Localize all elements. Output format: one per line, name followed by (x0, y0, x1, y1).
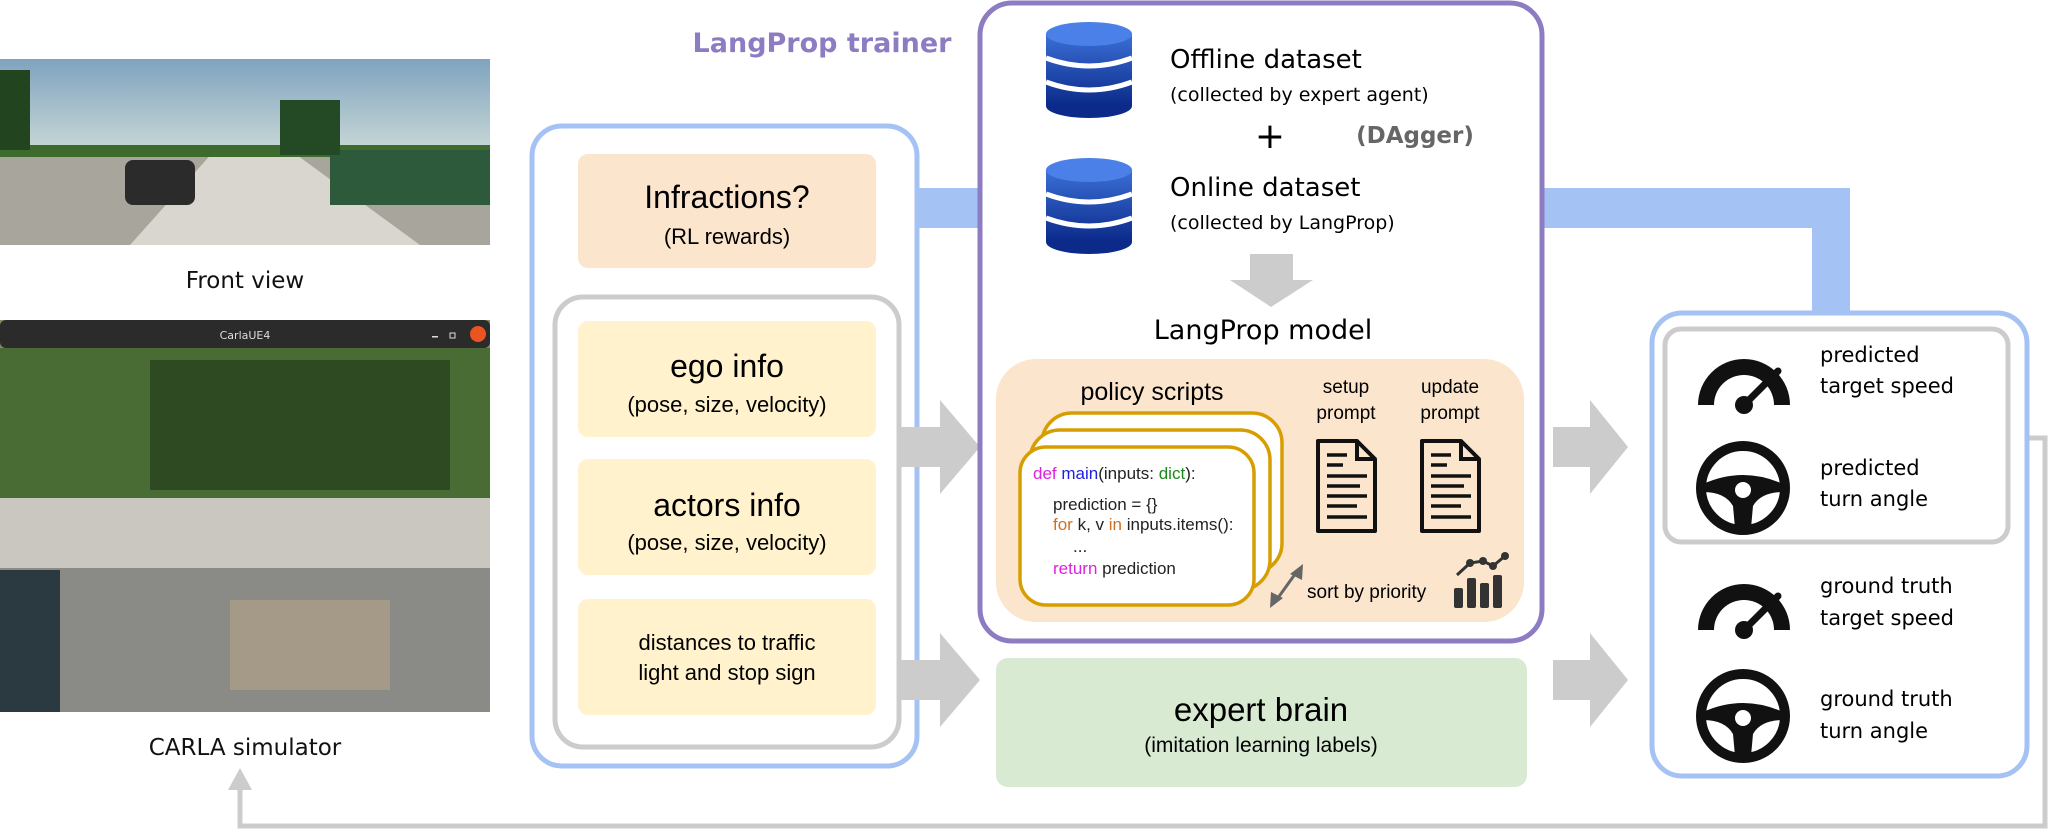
front-view-label: Front view (186, 268, 304, 294)
gt-angle-line1: ground truth (1820, 687, 1953, 711)
window-maximize-button[interactable] (449, 332, 456, 339)
actors-info-sub: (pose, size, velocity) (627, 530, 826, 555)
update-prompt-line1: update (1421, 377, 1479, 398)
offline-dataset-title: Offline dataset (1170, 45, 1362, 75)
code-line-2: prediction = {} (1053, 495, 1158, 514)
infractions-title: Infractions? (644, 179, 809, 215)
predicted-angle-line2: turn angle (1820, 487, 1928, 511)
feedback-connector (237, 435, 2048, 829)
gt-speed-line1: ground truth (1820, 574, 1953, 598)
arrow-model-to-predictions (1553, 400, 1628, 494)
dataset-to-model-arrow (1230, 254, 1313, 307)
online-database-icon (1046, 158, 1132, 254)
policy-scripts-label: policy scripts (1080, 378, 1223, 406)
distances-line2: light and stop sign (638, 660, 815, 685)
dagger-label: (DAgger) (1356, 123, 1474, 149)
actors-info-title: actors info (653, 487, 801, 523)
code-line-1: def main(inputs: dict): (1033, 464, 1196, 483)
ego-info-box (578, 321, 876, 437)
gt-speed-line2: target speed (1820, 606, 1954, 630)
window-title: CarlaUE4 (220, 329, 271, 342)
expert-brain-title: expert brain (1174, 691, 1348, 728)
code-line-5: return prediction (1053, 559, 1176, 578)
online-dataset-title: Online dataset (1170, 173, 1360, 203)
arrow-to-model (899, 400, 980, 494)
arrow-to-expert (899, 633, 980, 727)
window-close-button[interactable] (470, 326, 486, 342)
code-line-4: ... (1073, 537, 1087, 556)
plus-sign: + (1255, 116, 1285, 157)
feedback-arrowhead (228, 768, 252, 790)
sort-by-priority-label: sort by priority (1307, 582, 1427, 603)
policy-script-stack: def main(inputs: dict): prediction = {} … (1018, 411, 1284, 607)
carla-window: CarlaUE4 (0, 320, 490, 712)
setup-prompt-line1: setup (1323, 377, 1369, 398)
code-line-3: for k, v in inputs.items(): (1053, 515, 1233, 534)
actors-info-box (578, 459, 876, 575)
double-arrow-icon (1270, 564, 1303, 608)
update-prompt-line2: prompt (1420, 403, 1480, 424)
model-title: LangProp model (1154, 315, 1372, 346)
predicted-angle-line1: predicted (1820, 456, 1920, 480)
simulator-label: CARLA simulator (149, 735, 342, 761)
offline-database-icon (1046, 22, 1132, 118)
predicted-speed-line2: target speed (1820, 374, 1954, 398)
trainer-title: LangProp trainer (693, 28, 953, 59)
expert-brain-sub: (imitation learning labels) (1144, 734, 1377, 757)
policy-script-card[interactable] (1018, 445, 1256, 607)
predictions-to-online-arrow (1492, 172, 1850, 316)
ego-info-title: ego info (670, 348, 784, 384)
distances-box (578, 599, 876, 715)
offline-dataset-sub: (collected by expert agent) (1170, 84, 1429, 106)
ego-info-sub: (pose, size, velocity) (627, 392, 826, 417)
online-dataset-sub: (collected by LangProp) (1170, 212, 1395, 234)
setup-prompt-line2: prompt (1316, 403, 1376, 424)
predicted-speed-line1: predicted (1820, 343, 1920, 367)
distances-line1: distances to traffic (639, 630, 816, 655)
gt-angle-line2: turn angle (1820, 719, 1928, 743)
arrow-expert-to-ground-truth (1553, 633, 1628, 727)
infractions-sub: (RL rewards) (664, 224, 790, 249)
window-minimize-button[interactable] (432, 336, 438, 338)
expert-brain-box (996, 658, 1527, 787)
front-view-image (0, 59, 490, 245)
bar-chart-icon (1454, 552, 1509, 608)
infractions-box (578, 154, 876, 268)
